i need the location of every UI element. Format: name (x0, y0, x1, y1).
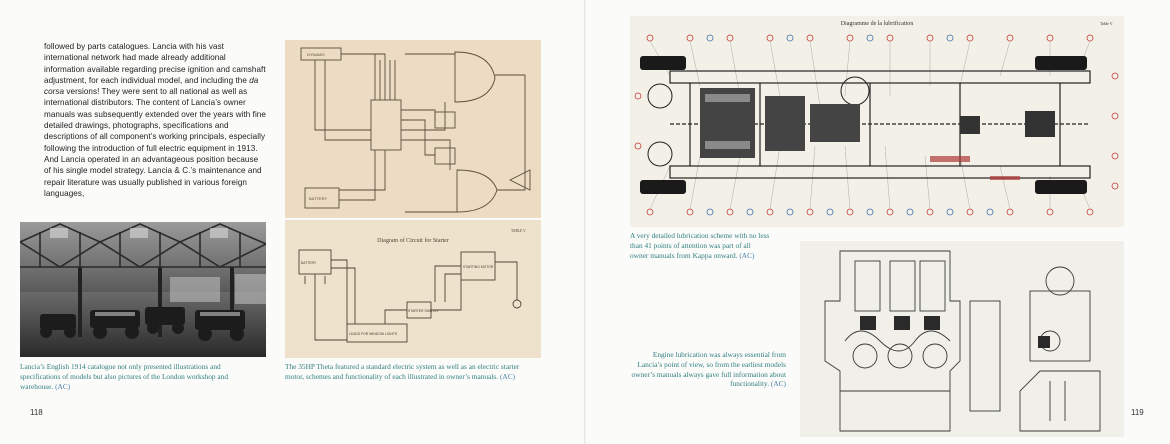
lubrication-diagram: Diagramme de la lubrification Table V (630, 16, 1124, 227)
workshop-photo (20, 222, 266, 357)
label-window-leads: LEADS FOR WINDOW LIGHTS (349, 332, 398, 336)
label-starter-switch: STARTER SWITCH (408, 309, 438, 313)
label-dynamo: DYNAMO (307, 52, 325, 57)
caption-lubrication: A very detailed lubrication scheme with … (630, 231, 770, 260)
left-page: followed by parts catalogues. Lancia wit… (0, 0, 584, 444)
body-text: followed by parts catalogues. Lancia wit… (44, 41, 266, 199)
lubrication-title: Diagramme de la lubrification (841, 20, 913, 27)
caption-credit: (AC) (55, 381, 71, 391)
body-text-italic: da corsa (44, 75, 259, 97)
label-starting-motor: STARTING MOTOR (463, 265, 494, 269)
body-text-part-1: followed by parts catalogues. Lancia wit… (44, 42, 266, 85)
page-number-right: 119 (1131, 408, 1144, 417)
caption-text: A very detailed lubrication scheme with … (630, 231, 770, 260)
caption-text: The 35HP Theta featured a standard elect… (285, 362, 520, 381)
caption-workshop-photo: Lancia’s English 1914 catalogue not only… (20, 362, 252, 391)
body-text-part-2: versions! They were sent to all national… (44, 87, 266, 198)
caption-engine: Engine lubrication was always essential … (630, 350, 786, 389)
caption-wiring-diagram: The 35HP Theta featured a standard elect… (285, 362, 521, 382)
engine-lubrication-drawing (800, 241, 1124, 437)
caption-credit: (AC) (739, 250, 755, 260)
right-page: Diagramme de la lubrification Table V (586, 0, 1170, 444)
caption-credit: (AC) (499, 371, 516, 381)
caption-text: Engine lubrication was always essential … (631, 350, 786, 389)
label-battery: BATTERY (309, 196, 327, 201)
caption-text: Lancia’s English 1914 catalogue not only… (20, 362, 229, 391)
diagram-title: Diagram of Circuit for Starter (377, 237, 449, 244)
page-number-left: 118 (30, 408, 43, 417)
body-paragraph: followed by parts catalogues. Lancia wit… (44, 41, 266, 199)
label-battery-lower: BATTERY (301, 261, 317, 265)
diagram-table-number: TABLE V (511, 229, 526, 233)
wiring-diagram-lower: Diagram of Circuit for Starter TABLE V (285, 220, 541, 358)
caption-credit: (AC) (770, 379, 786, 389)
lubrication-table-number: Table V (1100, 21, 1113, 26)
wiring-diagram-upper: DYNAMO BATTERY (285, 40, 541, 218)
gutter (584, 0, 586, 444)
